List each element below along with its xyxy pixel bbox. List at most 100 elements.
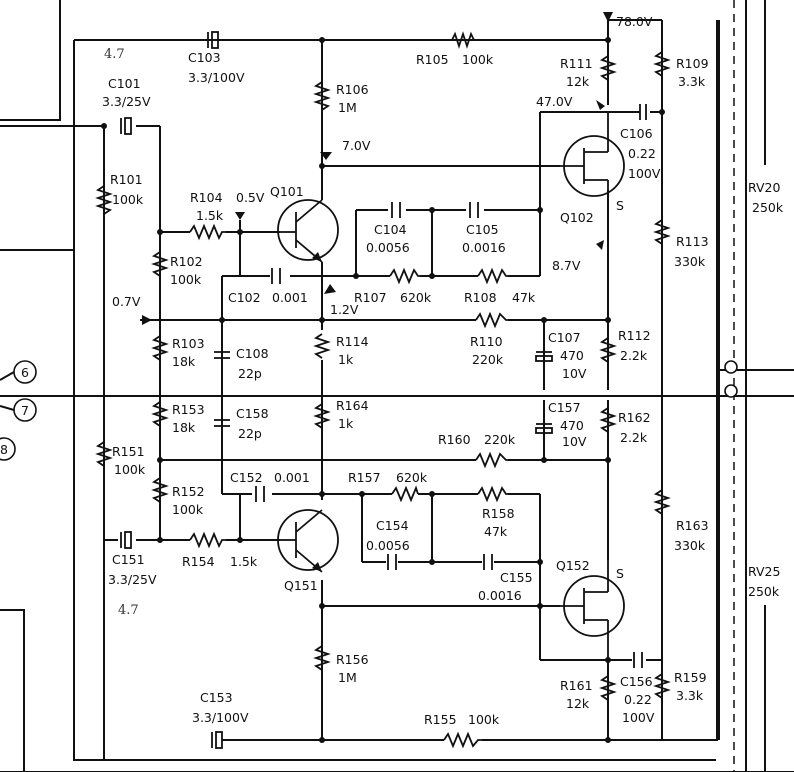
r104-value: 1.5k — [196, 208, 224, 223]
r106-name: R106 — [336, 82, 369, 97]
r113-symbol — [653, 219, 671, 245]
r114-name: R114 — [336, 334, 369, 349]
r162-name: R162 — [618, 410, 651, 425]
r103-value: 18k — [172, 354, 196, 369]
r156-value: 1M — [338, 670, 357, 685]
r154-value: 1.5k — [230, 554, 258, 569]
r154-name: R154 — [182, 554, 215, 569]
c156-symbol — [633, 652, 643, 668]
q151-symbol — [277, 509, 339, 573]
r159-symbol — [653, 673, 671, 699]
q151-label: Q151 — [284, 578, 318, 593]
r112-value: 2.2k — [620, 348, 648, 363]
r155-symbol — [443, 731, 482, 749]
r159-name: R159 — [674, 670, 707, 685]
r108-name: R108 — [464, 290, 497, 305]
c105-name: C105 — [466, 222, 499, 237]
r103-name: R103 — [172, 336, 205, 351]
r161-value: 12k — [566, 696, 590, 711]
c156-value2: 100V — [622, 710, 655, 725]
q102-label: Q102 — [560, 210, 594, 225]
q101-symbol — [277, 199, 339, 263]
c104-name: C104 — [374, 222, 407, 237]
c153-symbol — [211, 731, 223, 749]
c158-symbol — [214, 419, 230, 427]
c105-value: 0.0016 — [462, 240, 506, 255]
r104-name: R104 — [190, 190, 223, 205]
c157-value2: 10V — [562, 434, 587, 449]
r161-symbol — [599, 675, 617, 701]
c106-value: 0.22 — [628, 146, 656, 161]
c154-value: 0.0056 — [366, 538, 410, 553]
c157-symbol — [535, 423, 553, 434]
r159-value: 3.3k — [676, 688, 704, 703]
c103-name: C103 — [188, 50, 221, 65]
r112-symbol — [599, 337, 617, 363]
c155-symbol — [483, 554, 493, 570]
q152-symbol — [560, 560, 625, 660]
connector-8: 8 — [0, 437, 16, 461]
voltage-47: 47.0V — [536, 94, 573, 109]
c157-value: 470 — [560, 418, 584, 433]
voltage-87: 8.7V — [552, 258, 581, 273]
r161-name: R161 — [560, 678, 593, 693]
c156-value: 0.22 — [624, 692, 652, 707]
c106-value2: 100V — [628, 166, 661, 181]
r107-value: 620k — [400, 290, 432, 305]
connector-7: 7 — [0, 398, 37, 422]
r102-name: R102 — [170, 254, 203, 269]
r151-name: R151 — [112, 444, 145, 459]
q152-source: S — [616, 566, 624, 581]
c151-value: 3.3/25V — [108, 572, 157, 587]
c154-symbol — [387, 554, 397, 570]
c152-name: C152 — [230, 470, 263, 485]
r101-name: R101 — [110, 172, 143, 187]
connector-6: 6 — [0, 360, 37, 384]
c104-value: 0.0056 — [366, 240, 410, 255]
voltage-12: 1.2V — [330, 302, 359, 317]
r156-symbol — [313, 645, 331, 671]
c104-symbol — [391, 202, 401, 218]
r114-symbol — [313, 333, 331, 359]
r110-name: R110 — [470, 334, 503, 349]
r157-name: R157 — [348, 470, 381, 485]
r104-symbol — [189, 223, 226, 241]
r158-value: 47k — [484, 524, 508, 539]
rv20-name: RV20 — [748, 180, 781, 195]
r160-name: R160 — [438, 432, 471, 447]
r108-value: 47k — [512, 290, 536, 305]
q102-source: S — [616, 198, 624, 213]
r162-value: 2.2k — [620, 430, 648, 445]
r154-symbol — [189, 531, 226, 549]
c102-symbol — [271, 268, 281, 284]
c107-value: 470 — [560, 348, 584, 363]
r164-name: R164 — [336, 398, 369, 413]
r109-symbol — [653, 51, 671, 77]
c101-symbol — [120, 117, 132, 135]
r164-symbol — [313, 403, 331, 429]
connector-8-label: 8 — [0, 442, 8, 457]
c106-symbol — [639, 104, 647, 120]
c153-name: C153 — [200, 690, 233, 705]
c103-value: 3.3/100V — [188, 70, 245, 85]
q102-symbol — [560, 112, 625, 197]
r152-name: R152 — [172, 484, 205, 499]
r155-value: 100k — [468, 712, 500, 727]
c151-symbol — [120, 531, 132, 549]
voltage-7: 7.0V — [342, 138, 371, 153]
c152-symbol — [255, 486, 265, 502]
r105-symbol — [451, 31, 475, 49]
c152-value: 0.001 — [274, 470, 310, 485]
r151-value: 100k — [114, 462, 146, 477]
q101-label: Q101 — [270, 184, 304, 199]
c156-name: C156 — [620, 674, 653, 689]
c105-symbol — [469, 202, 479, 218]
r110-value: 220k — [472, 352, 504, 367]
connector-6-label: 6 — [21, 365, 29, 380]
c101-value: 3.3/25V — [102, 94, 151, 109]
r105-name: R105 — [416, 52, 449, 67]
r101-symbol — [95, 185, 113, 215]
voltage-05: 0.5V — [236, 190, 265, 205]
c155-value: 0.0016 — [478, 588, 522, 603]
